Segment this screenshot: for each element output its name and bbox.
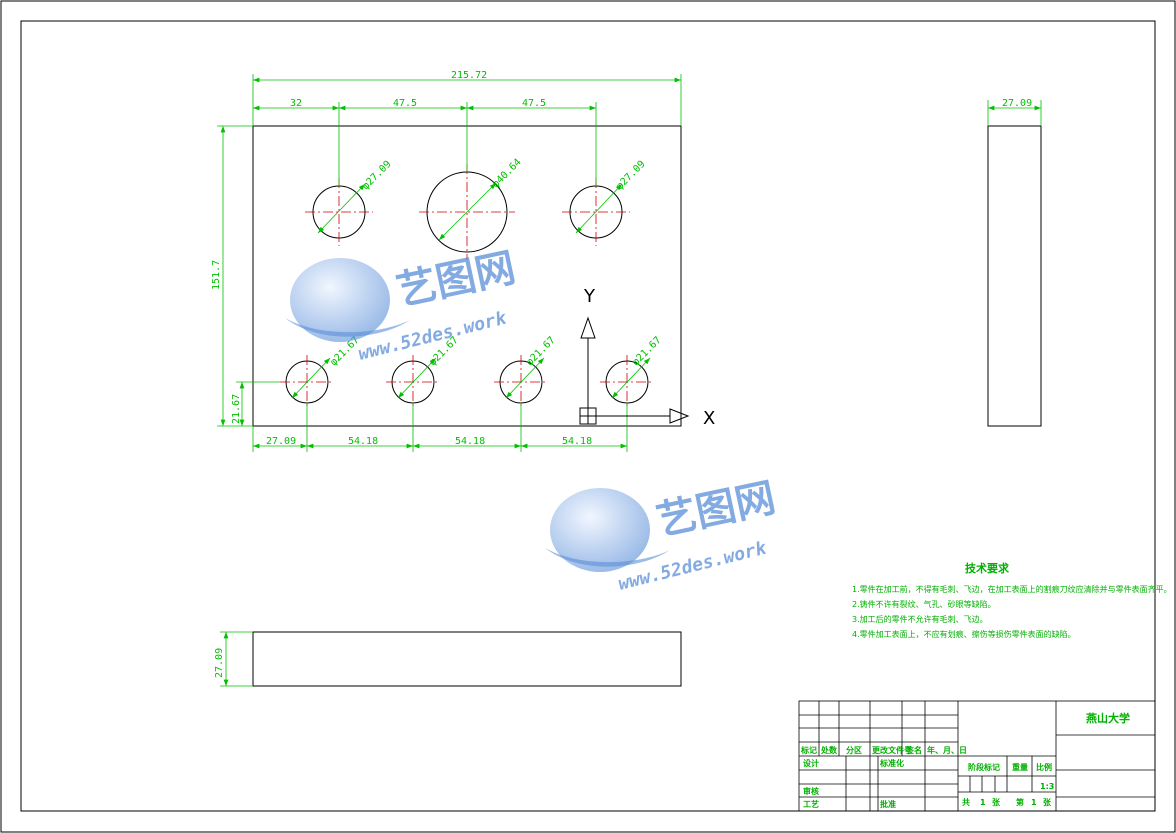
x-axis-label: X <box>703 408 715 429</box>
bottom-spacing-3-label: 54.18 <box>455 436 485 447</box>
header-count: 处数 <box>820 745 838 755</box>
design-label: 设计 <box>803 758 819 768</box>
hole-large-1-label: φ27.09 <box>360 159 393 192</box>
tech-item-3: 3.加工后的零件不允许有毛刺、飞边。 <box>852 614 988 624</box>
header-mark: 标记 <box>800 745 817 755</box>
top-thickness-label: 27.09 <box>214 648 225 678</box>
stage-mark-label: 阶段标记 <box>968 762 1000 772</box>
bottom-spacing-4-label: 54.18 <box>562 436 592 447</box>
approve-label: 批准 <box>880 799 896 809</box>
scale-value: 1:3 <box>1040 782 1054 791</box>
title-block <box>798 700 1156 812</box>
tech-item-2: 2.铸件不许有裂纹、气孔、砂眼等缺陷。 <box>852 599 996 609</box>
side-width-label: 27.09 <box>1002 98 1032 109</box>
process-label: 工艺 <box>803 799 819 809</box>
watermark-brand-2: 艺图网 <box>653 475 780 545</box>
top-dimension-lines <box>252 74 682 186</box>
sheet-total-prefix: 共 <box>962 797 970 807</box>
spacing-1-label: 32 <box>290 98 302 109</box>
hole-large-1 <box>305 178 373 246</box>
ucs-axes <box>579 316 690 425</box>
hole-large-3-label: φ27.09 <box>614 159 647 192</box>
overall-width-label: 215.72 <box>451 70 487 81</box>
hole-small-3-label: φ21.67 <box>524 335 557 368</box>
tech-item-1: 1.零件在加工前，不得有毛刺、飞边，在加工表面上的割痕刀纹应清除并与零件表面齐平… <box>852 584 1172 594</box>
height-label: 151.7 <box>211 260 222 290</box>
school-name: 燕山大学 <box>1086 711 1130 725</box>
header-date: 年、月、日 <box>927 745 967 755</box>
watermark-globe-icon-2 <box>550 488 650 572</box>
review-label: 审核 <box>803 786 819 796</box>
bottom-spacing-2-label: 54.18 <box>348 436 378 447</box>
spacing-3-label: 47.5 <box>522 98 546 109</box>
tech-title: 技术要求 <box>965 561 1010 575</box>
bottom-offset-label: 21.67 <box>231 394 242 424</box>
standardize-label: 标准化 <box>879 758 904 768</box>
hole-small-1 <box>280 355 334 409</box>
sheet-unit: 张 <box>992 798 1001 807</box>
watermark-globe-icon <box>290 258 390 342</box>
weight-label: 重量 <box>1012 762 1028 772</box>
hole-small-4-label: φ21.67 <box>630 335 663 368</box>
bottom-dimension-lines <box>252 403 628 452</box>
hole-small-4 <box>600 355 654 409</box>
sheet-num-unit: 张 <box>1043 798 1052 807</box>
header-zone: 分区 <box>846 745 862 755</box>
watermark-1: 艺图网 www.52des.work <box>285 245 519 365</box>
title-block-text: 燕山大学 标记 处数 分区 更改文件号 签名 年、月、日 设计 标准化 审核 工… <box>800 711 1130 809</box>
header-signature: 签名 <box>905 745 922 755</box>
top-view: 27.09 <box>214 631 682 687</box>
header-change-doc: 更改文件号 <box>872 745 912 755</box>
tech-item-4: 4.零件加工表面上，不应有划痕、擦伤等损伤零件表面的缺陷。 <box>852 629 1076 639</box>
left-dimension-lines <box>217 125 280 427</box>
sheet-border-inner <box>20 20 1156 812</box>
sheet-num: 1 <box>1031 798 1037 807</box>
side-view: 27.09 <box>987 98 1042 427</box>
watermark-2: 艺图网 www.52des.work <box>545 475 779 595</box>
hole-small-3 <box>494 355 548 409</box>
top-view-outline <box>252 631 682 687</box>
bottom-spacing-1-label: 27.09 <box>266 436 296 447</box>
spacing-2-label: 47.5 <box>393 98 417 109</box>
watermark-brand: 艺图网 <box>393 245 520 315</box>
tech-requirements: 技术要求 1.零件在加工前，不得有毛刺、飞边，在加工表面上的割痕刀纹应清除并与零… <box>852 561 1172 639</box>
sheet-total: 1 <box>980 798 986 807</box>
scale-label: 比例 <box>1036 762 1052 772</box>
y-axis-label: Y <box>583 286 596 307</box>
sheet-num-prefix: 第 <box>1016 797 1024 807</box>
hole-large-2-label: φ40.64 <box>490 157 523 190</box>
hole-small-2 <box>386 355 440 409</box>
side-view-outline <box>987 125 1042 427</box>
